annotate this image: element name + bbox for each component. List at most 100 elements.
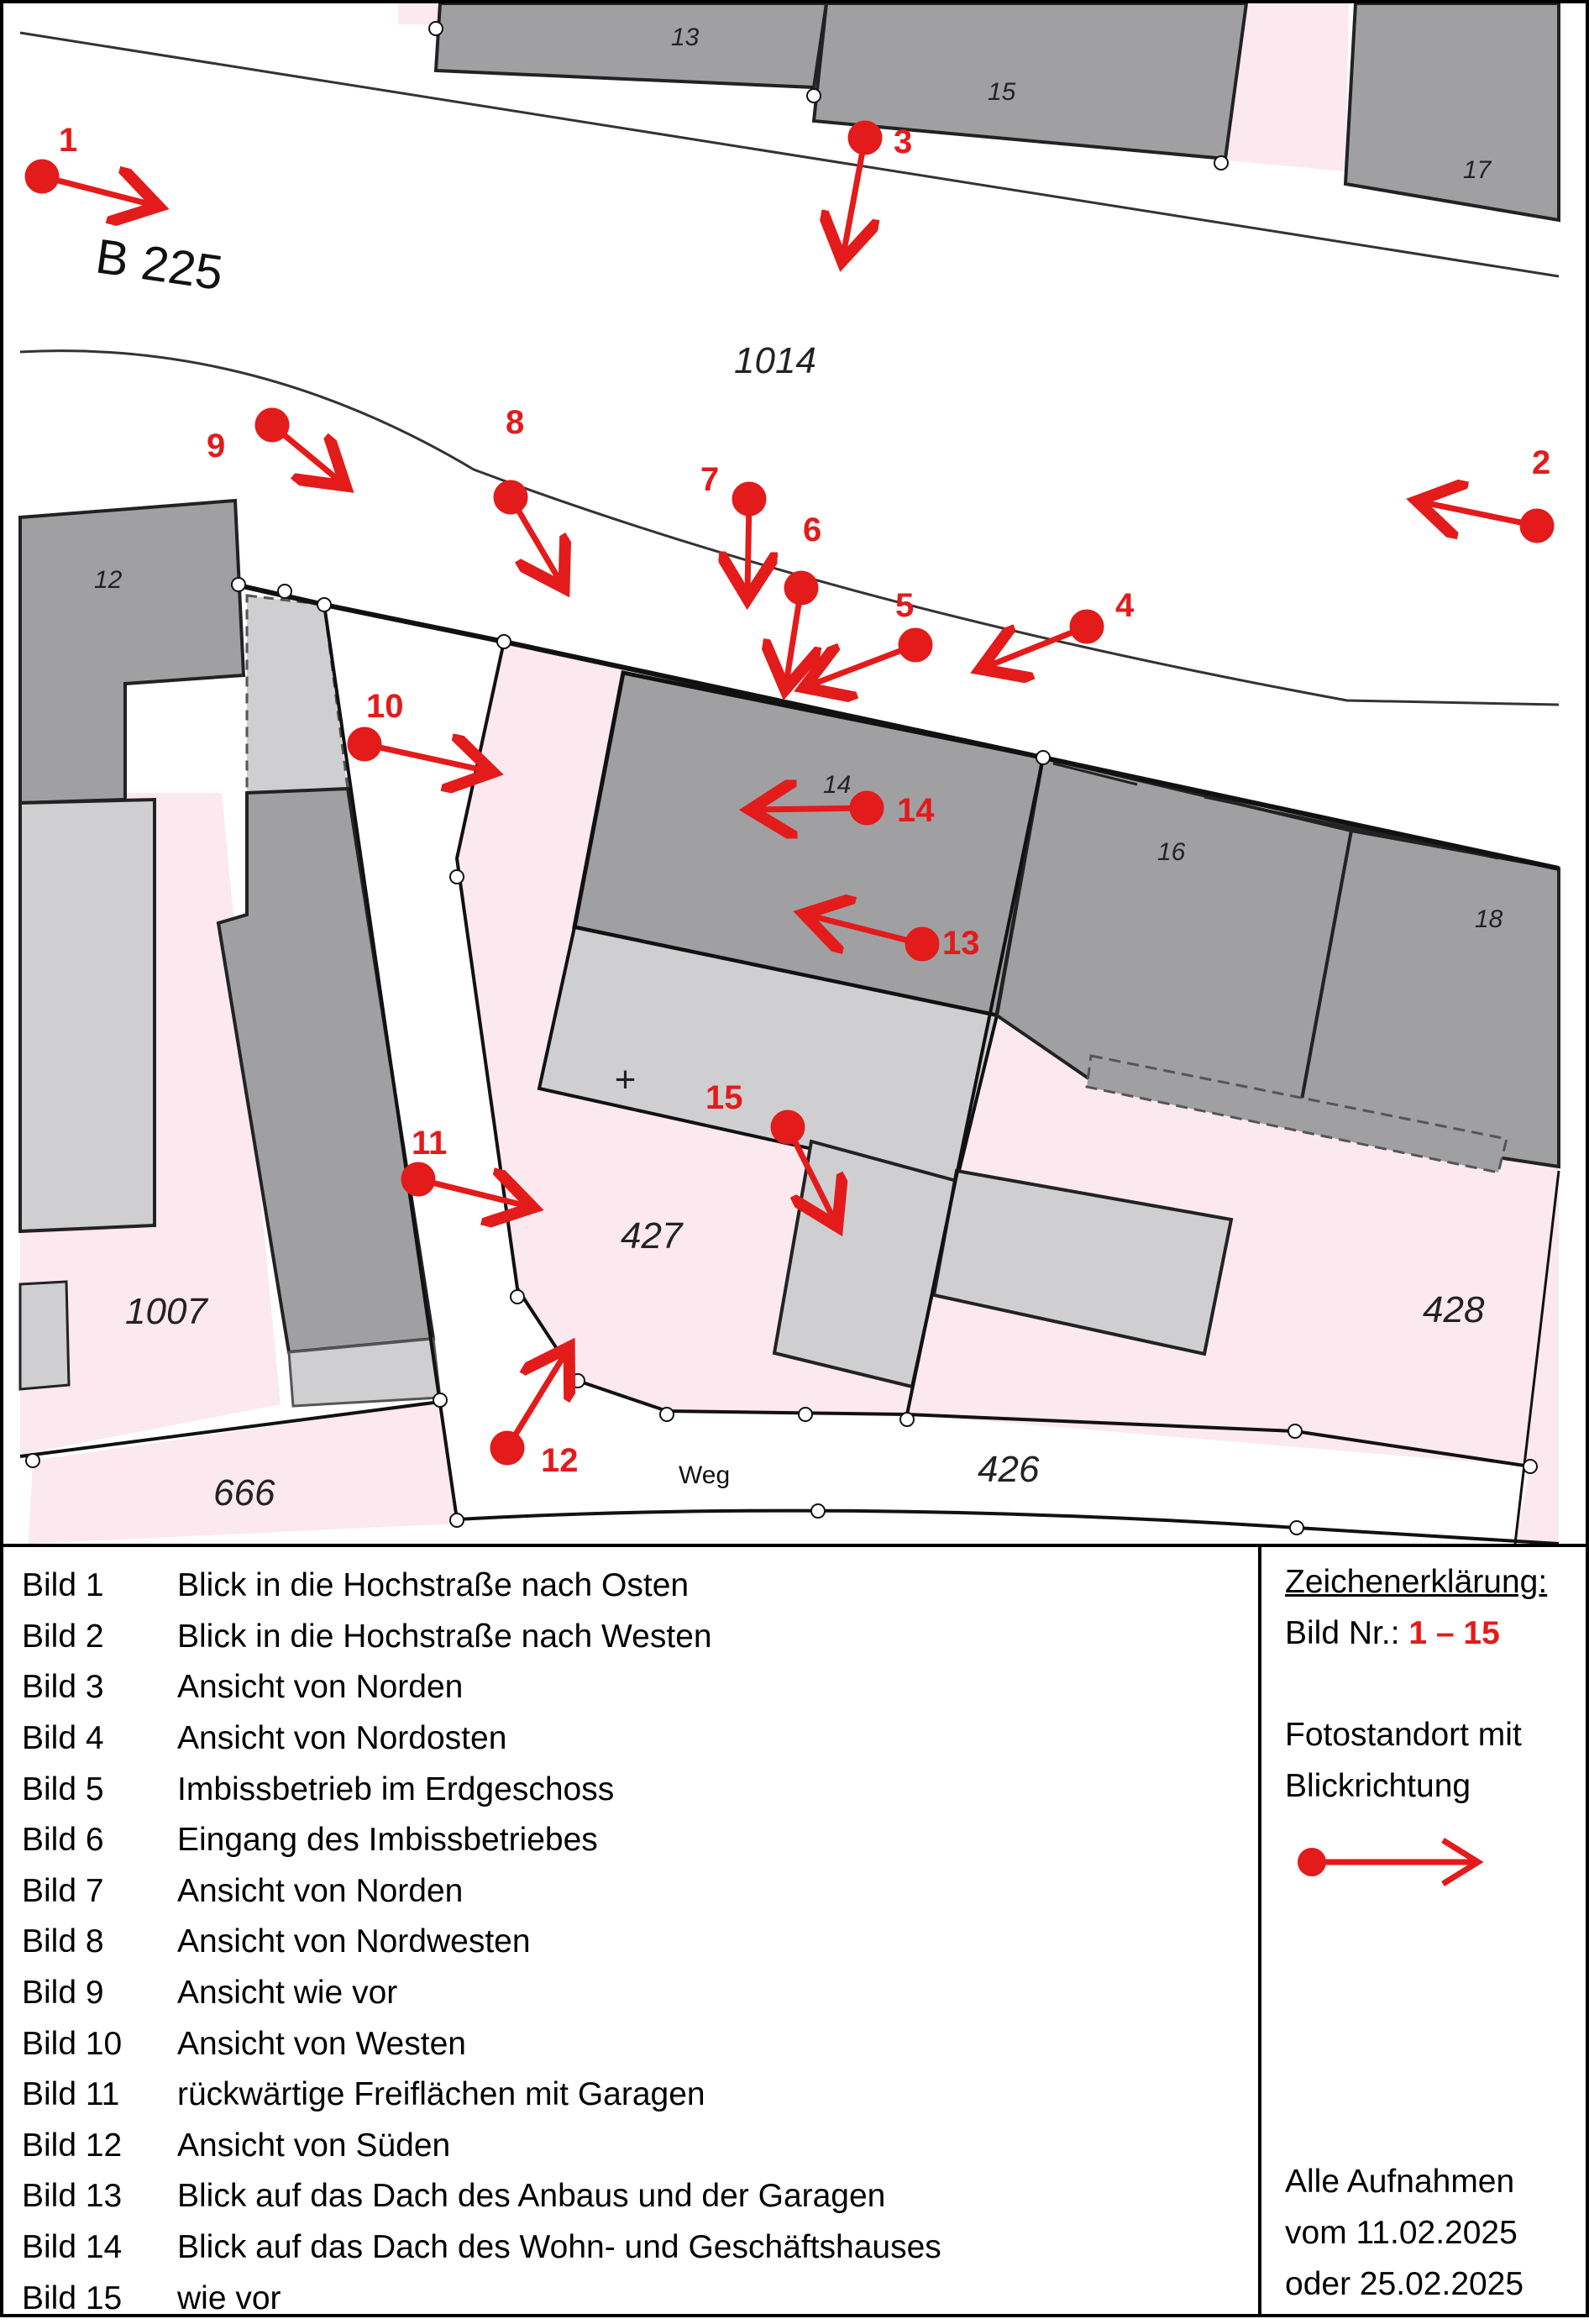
boundary-line xyxy=(323,604,459,1520)
legend-row-text: Imbissbetrieb im Erdgeschoss xyxy=(177,1771,615,1807)
building-west-light xyxy=(18,797,156,1234)
photo-marker-13 xyxy=(810,915,940,962)
weg-label: Weg xyxy=(679,1461,730,1489)
key-desc: Blickrichtung xyxy=(1285,1768,1471,1804)
photo-label: 3 xyxy=(894,123,912,160)
photo-label: 9 xyxy=(207,428,225,464)
key-bild-range: Bild Nr.: 1 – 15 xyxy=(1285,1615,1500,1652)
building-small-west xyxy=(18,1280,71,1391)
photo-label: 12 xyxy=(541,1442,579,1479)
legend-row-number: Bild 2 xyxy=(22,1618,104,1655)
legend-row-text: Ansicht von Westen xyxy=(177,2025,466,2062)
legend-row-number: Bild 3 xyxy=(22,1669,104,1706)
photo-label: 6 xyxy=(803,511,821,548)
annex-west-bottom xyxy=(287,1337,442,1408)
photo-label: 4 xyxy=(1115,587,1135,624)
legend-row-number: Bild 10 xyxy=(22,2025,123,2062)
legend-row-text: Ansicht von Nordwesten xyxy=(177,1923,531,1960)
site-map: + B 225 Weg 1014 427 428 1007 666 426 13… xyxy=(18,3,1560,1544)
building-17 xyxy=(1343,3,1560,223)
photo-label: 14 xyxy=(897,792,935,829)
path-weg-south xyxy=(19,1400,1560,1544)
photo-marker-labels: 1 2 3 4 5 6 7 8 9 10 11 12 13 14 15 xyxy=(59,122,1550,1479)
photo-markers xyxy=(24,120,1555,1466)
parcel-label: 428 xyxy=(1423,1289,1485,1330)
parcel-label: 427 xyxy=(621,1215,684,1256)
legend-row-number: Bild 12 xyxy=(22,2127,123,2164)
photo-marker-5 xyxy=(810,627,933,685)
key-date: Alle Aufnahmen xyxy=(1285,2164,1515,2200)
legend-row-number: Bild 14 xyxy=(22,2229,123,2266)
parcel-north-2 xyxy=(398,3,440,24)
key-bild-prefix: Bild Nr.: xyxy=(1285,1615,1409,1651)
photo-marker-12 xyxy=(490,1352,566,1466)
annex-west-top xyxy=(245,594,349,795)
house-number: 18 xyxy=(1475,905,1503,933)
legend-row-number: Bild 13 xyxy=(22,2178,123,2215)
key-title: Zeichenerklärung: xyxy=(1285,1564,1548,1600)
photo-marker-2 xyxy=(1423,502,1555,543)
legend-row-number: Bild 7 xyxy=(22,1872,104,1909)
photo-marker-4 xyxy=(986,609,1104,667)
building-12 xyxy=(18,498,246,805)
photo-label: 1 xyxy=(59,122,77,159)
legend-row-number: Bild 6 xyxy=(22,1822,104,1859)
photo-marker-15 xyxy=(770,1110,835,1221)
photo-marker-9 xyxy=(254,407,341,482)
key-desc: Fotostandort mit xyxy=(1285,1717,1522,1753)
boundary-line xyxy=(1513,1170,1560,1544)
legend-row: Bild 5 Imbissbetrieb im Erdgeschoss xyxy=(3,1764,1258,1815)
legend-row-number: Bild 11 xyxy=(22,2076,120,2113)
legend-row: Bild 9 Ansicht wie vor xyxy=(3,1968,1258,2019)
map-key: Zeichenerklärung: Bild Nr.: 1 – 15 Fotos… xyxy=(1261,1547,1586,2314)
street-line-north xyxy=(19,31,1560,278)
legend-row-number: Bild 8 xyxy=(22,1923,104,1960)
svg-text:+: + xyxy=(614,1059,636,1100)
legend-row-text: Eingang des Imbissbetriebes xyxy=(177,1822,598,1859)
path-weg-north xyxy=(454,641,1531,1468)
legend-row-text: Ansicht wie vor xyxy=(177,1975,398,2012)
house-number: 15 xyxy=(988,78,1016,106)
legend-row-number: Bild 5 xyxy=(22,1771,104,1807)
legend-row-text: Ansicht von Nordosten xyxy=(177,1720,507,1757)
photo-label: 7 xyxy=(700,461,719,498)
parcel-north-1 xyxy=(1209,3,1349,171)
parcel-label: 1014 xyxy=(734,340,816,381)
key-date: vom 11.02.2025 xyxy=(1285,2215,1518,2251)
parcel-666 xyxy=(29,1402,457,1544)
legend-row: Bild 11 rückwärtige Freiflächen mit Garag… xyxy=(3,2070,1258,2121)
legend-row-text: Ansicht von Norden xyxy=(177,1669,464,1706)
legend-row: Bild 6 Eingang des Imbissbetriebes xyxy=(3,1815,1258,1866)
key-range: 1 – 15 xyxy=(1408,1615,1500,1651)
legend-row: Bild 3 Ansicht von Norden xyxy=(3,1662,1258,1713)
photo-marker-1 xyxy=(24,159,153,205)
house-number: 14 xyxy=(823,771,851,799)
photo-marker-7 xyxy=(735,481,763,593)
photo-label: 5 xyxy=(895,587,914,624)
photo-label: 10 xyxy=(366,688,404,725)
legend-row-text: Blick auf das Dach des Anbaus und der Ga… xyxy=(177,2178,886,2215)
legend-row: Bild 13 Blick auf das Dach des Anbaus und… xyxy=(3,2171,1258,2222)
photo-marker-3 xyxy=(843,120,883,255)
road-label: B 225 xyxy=(92,229,226,301)
house-number: 17 xyxy=(1463,156,1492,184)
photo-marker-6 xyxy=(786,570,815,684)
legend-row-number: Bild 9 xyxy=(22,1975,104,2012)
legend-row: Bild 10 Ansicht von Westen xyxy=(3,2018,1258,2070)
wall-line xyxy=(1052,762,1138,786)
legend-row-text: rückwärtige Freiflächen mit Garagen xyxy=(177,2076,705,2113)
parcel-label: 666 xyxy=(213,1472,275,1513)
legend-row-text: Blick in die Hochstraße nach Westen xyxy=(177,1618,712,1655)
parcel-label: 426 xyxy=(978,1449,1040,1490)
photo-arrow-symbol xyxy=(1298,1838,1484,1886)
house-number: 13 xyxy=(671,24,700,51)
photo-marker-11 xyxy=(401,1162,527,1206)
